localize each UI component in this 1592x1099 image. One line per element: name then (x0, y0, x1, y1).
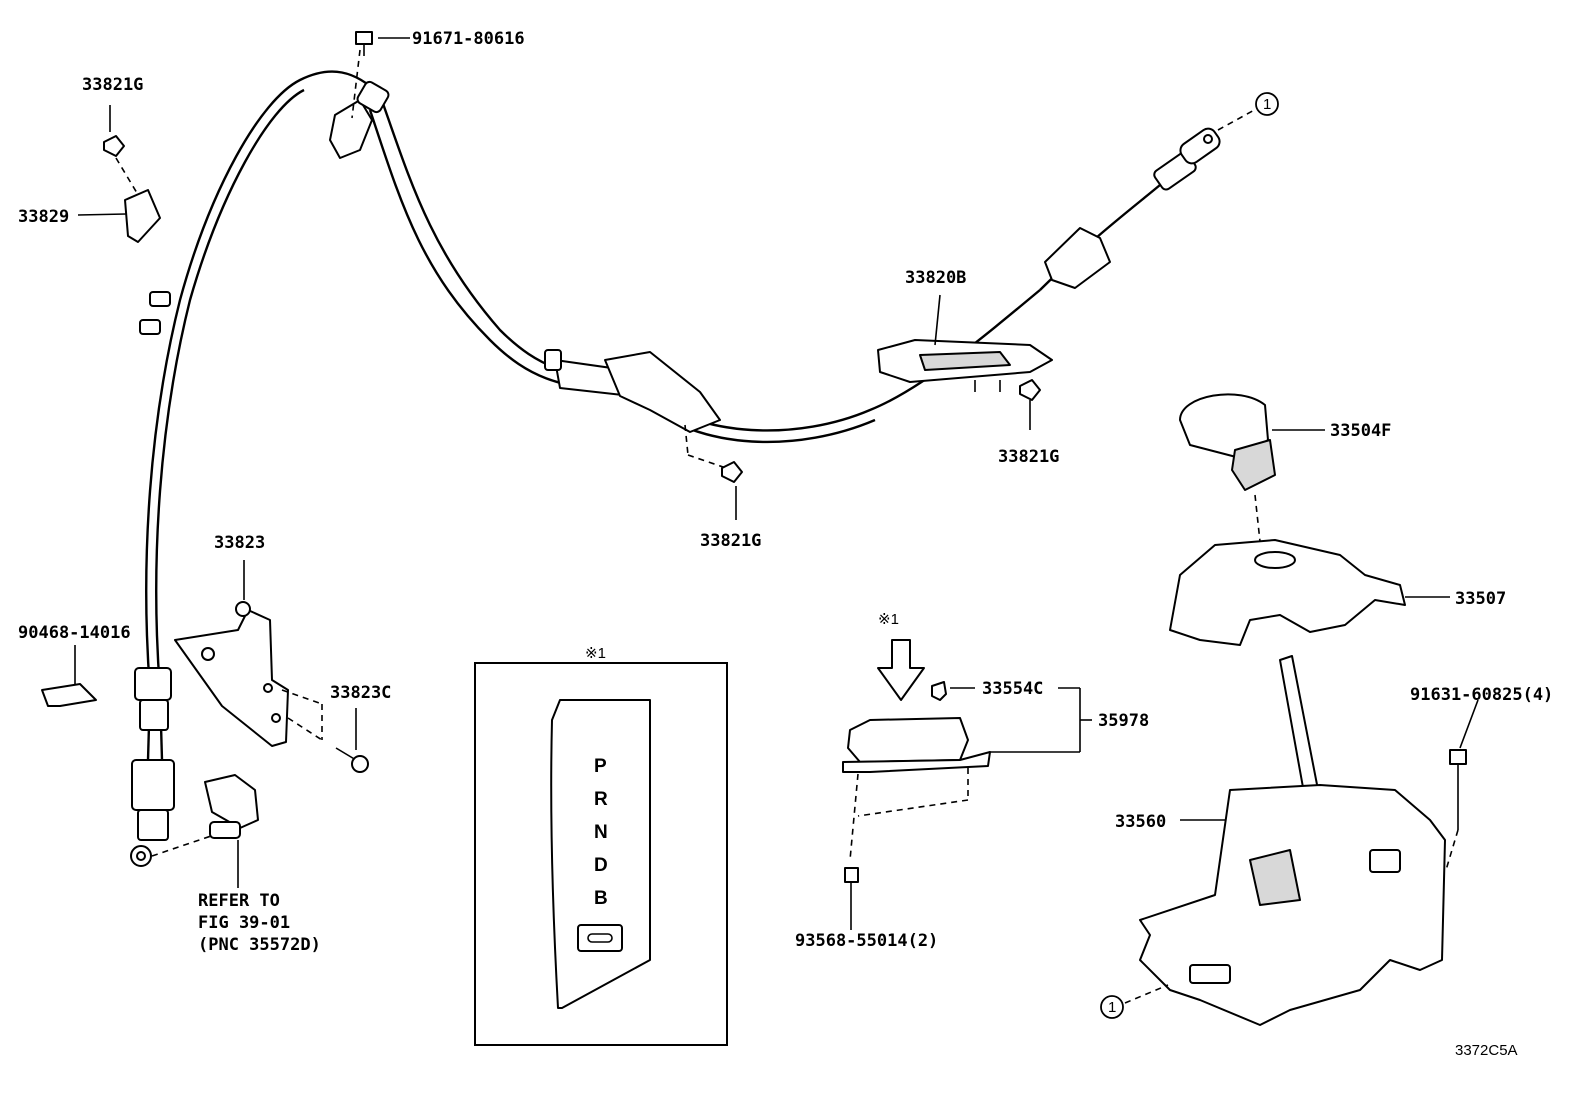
cable-plate (877, 339, 1053, 392)
gear-b: B (594, 888, 608, 909)
leader-lines (74, 37, 1479, 888)
clip-33829 (124, 189, 161, 243)
refer-line-1: REFER TO (198, 891, 280, 911)
module-35978 (842, 639, 991, 930)
gear-p: P (594, 756, 607, 777)
inset-shift-panel: ※1 P R N D B (474, 645, 728, 1046)
label-33823: 33823 (214, 533, 265, 553)
label-33823c: 33823C (330, 683, 391, 703)
label-33821g-top: 33821G (82, 75, 143, 95)
label-90468-14016: 90468-14016 (18, 623, 131, 643)
label-33829: 33829 (18, 207, 69, 227)
figure-code: 3372C5A (1455, 1042, 1518, 1059)
label-91671-80616: 91671-80616 (412, 29, 525, 49)
bracket-33823 (174, 601, 323, 747)
shift-knob (1179, 393, 1276, 561)
callout-1-top: 1 (1255, 92, 1279, 116)
label-33821g-mid: 33821G (700, 531, 761, 551)
callout-1-bottom-text: 1 (1108, 999, 1116, 1016)
bolt-33823C (335, 747, 369, 773)
gear-r: R (594, 789, 608, 810)
label-33820b: 33820B (905, 268, 966, 288)
label-33504f: 33504F (1330, 421, 1391, 441)
label-33560: 33560 (1115, 812, 1166, 832)
cable-bracket (604, 351, 727, 469)
gear-d: D (594, 855, 608, 876)
gear-n: N (594, 822, 608, 843)
nut-top (103, 135, 141, 199)
clip-90468 (41, 683, 97, 707)
callout-1-top-text: 1 (1263, 96, 1271, 113)
refer-bracket (151, 774, 259, 857)
refer-line-2: FIG 39-01 (198, 913, 290, 933)
label-33507: 33507 (1455, 589, 1506, 609)
note-mark: ※1 (878, 611, 899, 628)
bolt-91631 (1445, 749, 1467, 871)
label-91631-60825: 91631-60825(4) (1410, 685, 1553, 705)
label-93568-55014: 93568-55014(2) (795, 931, 938, 951)
label-35978: 35978 (1098, 711, 1149, 731)
housing-33507 (1169, 539, 1406, 646)
shifter-assembly (1124, 655, 1446, 1026)
label-33821g-right: 33821G (998, 447, 1059, 467)
nut-right (1019, 379, 1041, 401)
label-33554c: 33554C (982, 679, 1043, 699)
nut-mid (721, 461, 743, 483)
refer-line-3: (PNC 35572D) (198, 935, 321, 955)
upper-bracket (329, 31, 390, 159)
cable-end-fitting (1044, 107, 1259, 289)
inset-title: ※1 (585, 645, 606, 662)
callout-1-bottom: 1 (1100, 995, 1124, 1019)
